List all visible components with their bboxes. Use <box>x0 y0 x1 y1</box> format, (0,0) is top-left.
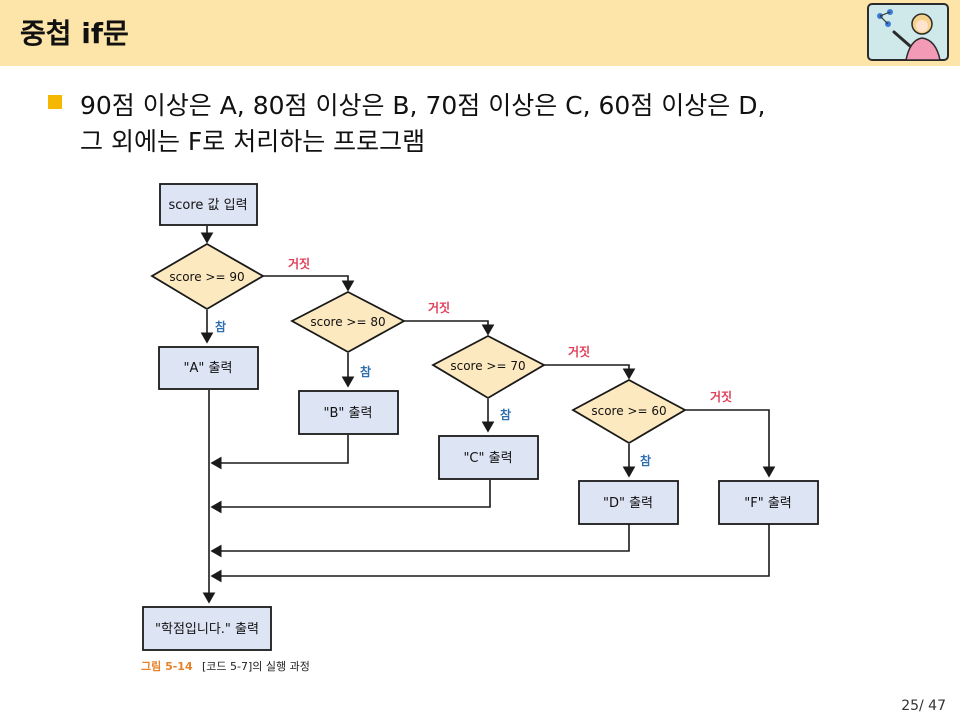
false-label-3: 거짓 <box>568 344 590 359</box>
true-label-1: 참 <box>215 319 226 334</box>
condition-diamond-3: score >= 70 <box>431 334 546 400</box>
true-label-2: 참 <box>360 364 371 379</box>
output-box-c: "C" 출력 <box>438 435 539 480</box>
figure-caption-number: 그림 5-14 <box>141 660 193 673</box>
end-box-label: "학점입니다." 출력 <box>155 622 259 637</box>
output-c-label: "C" 출력 <box>463 451 512 466</box>
description-line-2: 그 외에는 F로 처리하는 프로그램 <box>80 127 426 156</box>
false-label-1: 거짓 <box>288 256 310 271</box>
condition-4-label: score >= 60 <box>591 404 666 418</box>
page-title: 중첩 if문 <box>20 17 129 50</box>
condition-2-label: score >= 80 <box>310 315 385 329</box>
false-label-2: 거짓 <box>428 300 450 315</box>
output-b-label: "B" 출력 <box>324 406 373 421</box>
condition-3-label: score >= 70 <box>450 359 525 373</box>
condition-diamond-4: score >= 60 <box>571 378 687 445</box>
input-box-label: score 값 입력 <box>168 198 247 213</box>
condition-1-label: score >= 90 <box>169 270 244 284</box>
true-label-4: 참 <box>640 453 651 468</box>
false-label-4: 거짓 <box>710 389 732 404</box>
figure-caption-text: [코드 5-7]의 실행 과정 <box>202 660 310 673</box>
output-f-label: "F" 출력 <box>744 496 792 511</box>
page-number: 25/ 47 <box>901 698 946 714</box>
bullet-marker <box>48 95 62 109</box>
output-box-d: "D" 출력 <box>578 480 679 525</box>
output-a-label: "A" 출력 <box>184 361 233 376</box>
true-label-3: 참 <box>500 407 511 422</box>
condition-diamond-1: score >= 90 <box>150 242 265 311</box>
end-box: "학점입니다." 출력 <box>142 606 272 651</box>
presenter-avatar-icon <box>867 3 949 61</box>
condition-diamond-2: score >= 80 <box>290 290 406 354</box>
output-box-a: "A" 출력 <box>158 346 259 390</box>
output-d-label: "D" 출력 <box>603 496 653 511</box>
title-bar: 중첩 if문 <box>0 0 960 66</box>
input-box: score 값 입력 <box>159 183 258 226</box>
output-box-f: "F" 출력 <box>718 480 819 525</box>
output-box-b: "B" 출력 <box>298 390 399 435</box>
description-line-1: 90점 이상은 A, 80점 이상은 B, 70점 이상은 C, 60점 이상은… <box>80 91 766 120</box>
